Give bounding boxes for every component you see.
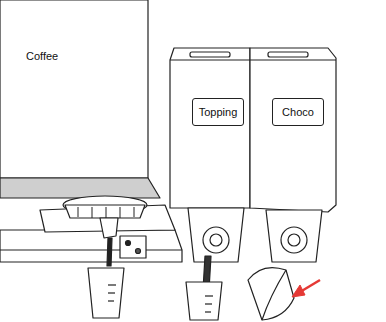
mixer-bowl xyxy=(65,205,145,218)
control-panel xyxy=(120,236,146,258)
machine-label: Coffee xyxy=(26,50,58,62)
coffee-stream xyxy=(107,238,112,266)
cup xyxy=(186,282,222,320)
label-plate: Choco xyxy=(272,98,324,126)
mixer-spout xyxy=(100,218,118,238)
topping-hopper xyxy=(170,48,250,208)
choco-hopper xyxy=(250,48,336,212)
topping-dispenser xyxy=(188,208,244,262)
base-platform xyxy=(0,230,182,262)
canister-shadow xyxy=(0,178,160,198)
label-text: Choco xyxy=(282,106,314,118)
powder-scoop xyxy=(248,268,294,320)
cup xyxy=(88,268,124,318)
label-plate: Topping xyxy=(192,98,244,126)
coffee-canister xyxy=(0,0,148,178)
choco-dispenser xyxy=(266,210,322,262)
base-edge xyxy=(0,249,182,250)
indicator-arrow xyxy=(292,280,320,297)
label-text: Topping xyxy=(199,106,238,118)
